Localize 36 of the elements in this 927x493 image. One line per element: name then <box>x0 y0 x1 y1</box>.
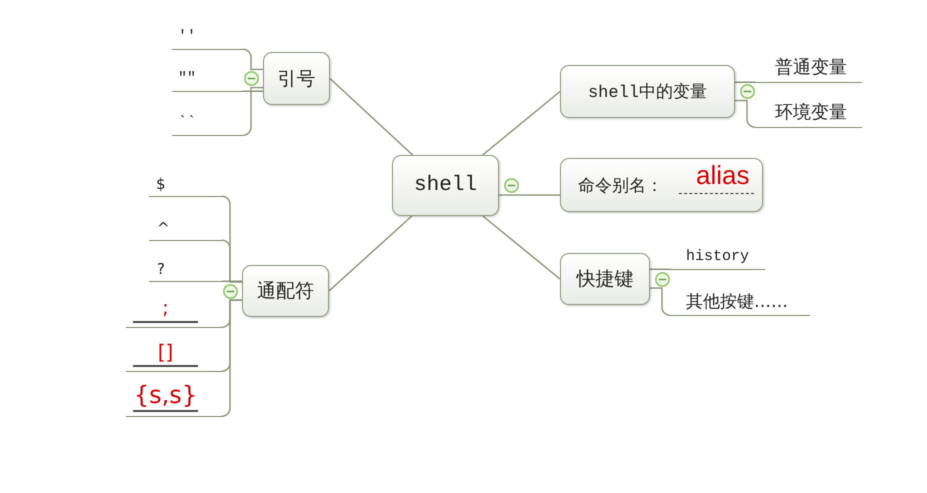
leaf-topic: ^ <box>149 214 222 241</box>
answer-text: alias <box>696 162 750 188</box>
branch-line <box>328 215 412 292</box>
answer-text: ; <box>162 299 169 318</box>
branch-line <box>330 78 414 156</box>
leaf-topic: "" <box>172 64 243 92</box>
leaf-topic: `` <box>172 108 243 136</box>
branch-line <box>221 240 242 283</box>
leaf-topic: history <box>670 243 765 270</box>
leaf-topic: 普通变量 <box>755 55 862 83</box>
branch-line <box>242 48 263 70</box>
leaf-topic: '' <box>172 22 243 50</box>
answer-text: {s,s} <box>134 383 198 407</box>
leaf-topic: 其他按键…… <box>670 289 810 316</box>
branch-line <box>650 268 670 270</box>
topic-box: 引号 <box>263 52 330 105</box>
branch-line <box>221 299 242 417</box>
answer-text: [] <box>158 342 174 362</box>
branch-line <box>222 280 242 282</box>
topic-box: 通配符 <box>242 265 329 317</box>
branch-line <box>650 287 671 316</box>
central-topic-box: shell <box>392 155 499 216</box>
leaf-topic: $ <box>149 170 222 197</box>
leaf-topic: ? <box>149 255 222 282</box>
leaf-topic: 环境变量 <box>755 100 862 128</box>
branch-line <box>499 194 560 196</box>
topic-box: 快捷键 <box>560 253 650 305</box>
branch-line <box>243 90 263 92</box>
topic-text: 命令别名： <box>578 175 663 197</box>
branch-line <box>482 90 560 156</box>
topic-box <box>560 158 763 212</box>
branch-line <box>482 215 560 280</box>
branch-line <box>735 82 755 83</box>
branch-line <box>242 86 263 136</box>
topic-box: shell中的变量 <box>560 65 735 118</box>
branch-line <box>735 100 756 128</box>
